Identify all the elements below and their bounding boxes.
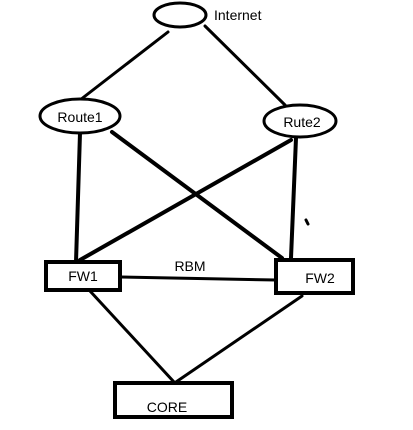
fw2-node bbox=[274, 258, 355, 295]
core-node bbox=[113, 381, 234, 419]
internet-label: Internet bbox=[214, 7, 262, 23]
fw2-label: FW2 bbox=[305, 270, 335, 286]
rute2-node bbox=[262, 103, 338, 139]
link-internet-route1 bbox=[78, 30, 170, 102]
link-internet-rute2 bbox=[203, 24, 287, 107]
core-label: CORE bbox=[147, 399, 187, 415]
link-fw1-fw2-rbm bbox=[118, 275, 278, 282]
rute2-label: Rute2 bbox=[283, 114, 321, 130]
link-route1-fw1 bbox=[74, 131, 82, 264]
fw1-label: FW1 bbox=[68, 268, 98, 284]
link-rute2-fw2 bbox=[289, 136, 298, 260]
route1-node bbox=[38, 97, 122, 135]
link-rute2-fw1 bbox=[78, 138, 293, 262]
route1-label: Route1 bbox=[57, 109, 102, 125]
rbm-label: RBM bbox=[174, 258, 205, 274]
link-fw2-core bbox=[174, 294, 304, 384]
fw1-node bbox=[44, 260, 122, 292]
link-fw1-core bbox=[88, 289, 176, 384]
internet-node bbox=[152, 1, 208, 29]
stray-mark bbox=[304, 218, 310, 226]
